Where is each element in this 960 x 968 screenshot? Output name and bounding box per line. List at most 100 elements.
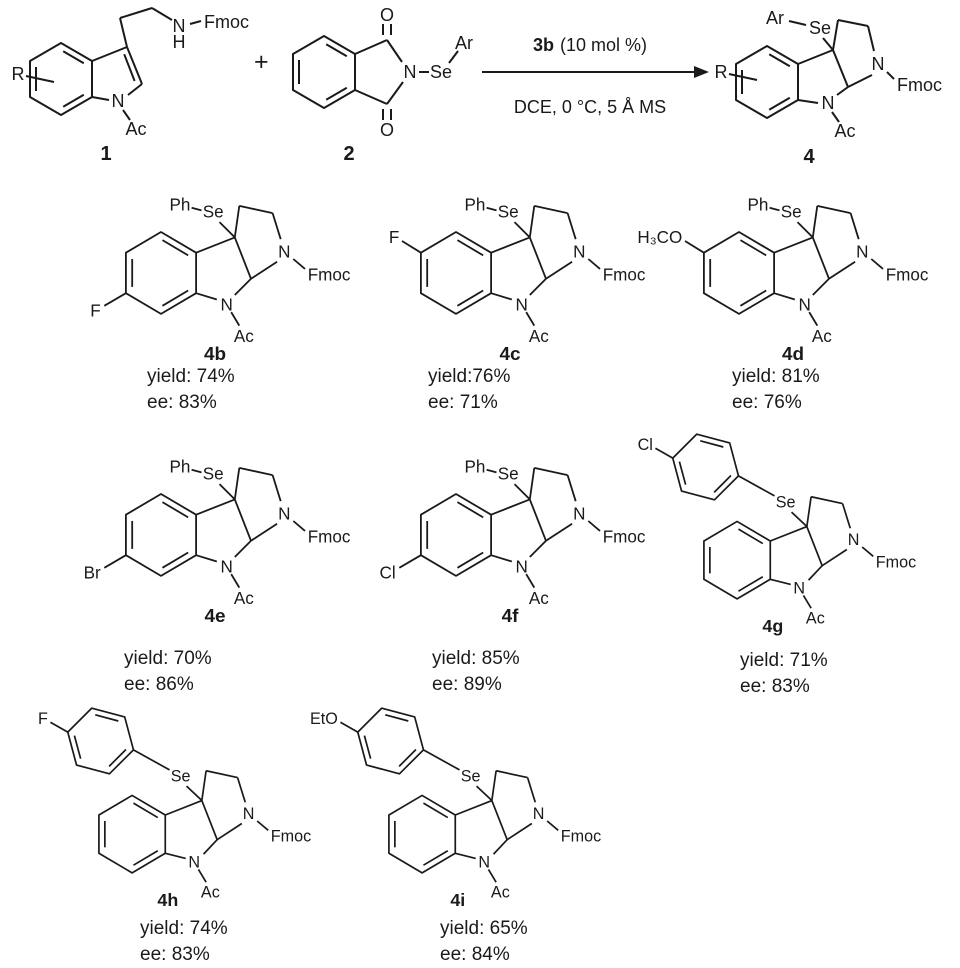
ee-value: ee: 76% bbox=[732, 392, 802, 413]
n-ac-bond bbox=[831, 111, 840, 123]
indoline-ring-bonds bbox=[490, 236, 547, 301]
ac-label: Ac bbox=[234, 327, 254, 346]
benzo-substituent-label: Br bbox=[84, 564, 101, 583]
ee-value: ee: 86% bbox=[124, 674, 194, 695]
pyrrolidine-ring-bonds bbox=[811, 205, 884, 280]
product-structure: F F Ph Se N Fmoc N Ac 4c bbox=[389, 196, 646, 365]
compound-number-2: 2 bbox=[343, 143, 354, 165]
n-se-ar-bonds bbox=[419, 50, 459, 73]
pyrrolidine-ring-bonds bbox=[832, 19, 895, 88]
benzo-substituent-upper-left: H₃CO bbox=[637, 228, 705, 254]
indole-n-label: N bbox=[112, 91, 125, 111]
product-card-4f: Cl Cl Ph Se N Fmoc N Ac 4f bbox=[357, 440, 646, 627]
compound-number-label: 4h bbox=[157, 890, 178, 910]
se-bonds bbox=[191, 206, 236, 239]
ac-label: Ac bbox=[834, 121, 855, 141]
aryl-ring-bonds bbox=[49, 707, 170, 775]
fmoc-label: Fmoc bbox=[603, 266, 646, 285]
se-bonds bbox=[788, 20, 834, 51]
benzo-ring-bonds bbox=[420, 493, 492, 577]
product-card-4d: H₃CO H₃CO Ph Se N Fmoc N Ac 4d bbox=[637, 178, 929, 365]
yield-block: yield: 74% ee: 83% bbox=[147, 364, 235, 416]
compound-number-label: 4g bbox=[762, 616, 783, 636]
ph-group-label: Ph bbox=[464, 458, 485, 477]
ac-label: Ac bbox=[491, 883, 510, 901]
ph-group-label: Ph bbox=[747, 196, 768, 215]
product-structure: F F Ph Se N Fmoc N Ac 4b bbox=[90, 196, 351, 365]
benzo-ring-bonds bbox=[292, 35, 356, 109]
product-structure: Br Br Ph Se N Fmoc N Ac 4e bbox=[84, 458, 351, 627]
benzo-substituent-upper-left: F bbox=[389, 228, 422, 254]
se-label: Se bbox=[461, 768, 481, 786]
n-ac-bond bbox=[197, 869, 207, 883]
reaction-arrow: 3b(10 mol %) DCE, 0 °C, 5 Å MS bbox=[482, 35, 709, 117]
indoline-n-label: N bbox=[793, 580, 805, 598]
pyrrolidine-n-label: N bbox=[533, 805, 545, 823]
ac-label: Ac bbox=[529, 327, 549, 346]
yield-value: yield: 65% bbox=[440, 918, 528, 939]
se-bond bbox=[790, 511, 808, 528]
benzo-substituent-label: F bbox=[389, 228, 399, 247]
pyrrole-ring-bonds bbox=[91, 46, 143, 101]
n-ac-bond bbox=[802, 595, 812, 609]
yield-block: yield: 70% ee: 86% bbox=[124, 646, 212, 698]
amine-n-label: N bbox=[173, 16, 186, 36]
aryl-substituent-label: F bbox=[38, 710, 48, 728]
aryl-substituent-label: Cl bbox=[638, 436, 653, 454]
r-substituent-bond bbox=[728, 73, 758, 81]
product-card-4i: EtO bbox=[310, 700, 605, 913]
ar-group-label: Ar bbox=[766, 8, 784, 28]
indoline-n-label: N bbox=[221, 557, 233, 576]
ac-label: Ac bbox=[234, 589, 254, 608]
fmoc-label: Fmoc bbox=[308, 266, 351, 285]
fmoc-label: Fmoc bbox=[876, 553, 916, 571]
benzo-substituent-label: H₃CO bbox=[637, 228, 682, 247]
indoline-ring-bonds bbox=[195, 236, 252, 301]
ar-group-label: Ar bbox=[455, 33, 473, 53]
compound-number-label: 4e bbox=[204, 606, 225, 627]
compound-number-label: 4f bbox=[502, 606, 520, 627]
ph-group-label: Ph bbox=[169, 458, 190, 477]
side-chain-bonds bbox=[119, 7, 202, 48]
indoline-n-label: N bbox=[516, 295, 528, 314]
pyrrolidine-ring-bonds bbox=[201, 769, 269, 841]
indoline-n-label: N bbox=[799, 295, 811, 314]
indoline-ring-bonds bbox=[773, 236, 830, 301]
carbonyl-o-bottom-label: O bbox=[380, 120, 394, 140]
se-bond bbox=[475, 785, 493, 802]
ac-label: Ac bbox=[201, 883, 220, 901]
product-card-4e: Br Br Ph Se N Fmoc N Ac 4e bbox=[62, 440, 351, 627]
imide-n-label: N bbox=[404, 62, 417, 82]
n-ac-bond bbox=[487, 869, 497, 883]
imide-ring-bonds bbox=[354, 39, 404, 105]
benzo-ring-bonds bbox=[125, 231, 197, 315]
pyrrolidine-ring-bonds bbox=[528, 205, 601, 280]
yield-value: yield: 74% bbox=[147, 366, 235, 387]
r-group-label: R bbox=[715, 62, 728, 82]
structure-compound-4: Ar Se R N Fmoc N Ac 4 bbox=[715, 8, 943, 168]
ac-label: Ac bbox=[125, 119, 146, 139]
se-label: Se bbox=[498, 465, 519, 484]
pyrrolidine-ring-bonds bbox=[491, 769, 559, 841]
se-label: Se bbox=[203, 465, 224, 484]
ac-label: Ac bbox=[812, 327, 832, 346]
fmoc-label: Fmoc bbox=[271, 827, 311, 845]
se-bonds bbox=[486, 468, 531, 501]
ee-value: ee: 83% bbox=[140, 944, 210, 965]
carbonyl-o-top-label: O bbox=[380, 5, 394, 25]
benzo-substituent-lower-left: F bbox=[90, 292, 127, 321]
pyrrolidine-n-label: N bbox=[573, 242, 585, 261]
ee-value: ee: 83% bbox=[147, 392, 217, 413]
benzo-ring-bonds bbox=[703, 231, 775, 315]
product-structure: EtO bbox=[310, 707, 601, 910]
indoline-n-label: N bbox=[221, 295, 233, 314]
benzo-substituent-lower-left: Cl bbox=[380, 554, 422, 583]
n-ac-bond bbox=[230, 311, 241, 327]
fmoc-label: Fmoc bbox=[308, 528, 351, 547]
n-ac-bond bbox=[230, 573, 241, 589]
yield-value: yield: 81% bbox=[732, 366, 820, 387]
ee-value: ee: 84% bbox=[440, 944, 510, 965]
pyrrolidine-n-label: N bbox=[278, 504, 290, 523]
benzo-substituent-label: Cl bbox=[380, 564, 396, 583]
